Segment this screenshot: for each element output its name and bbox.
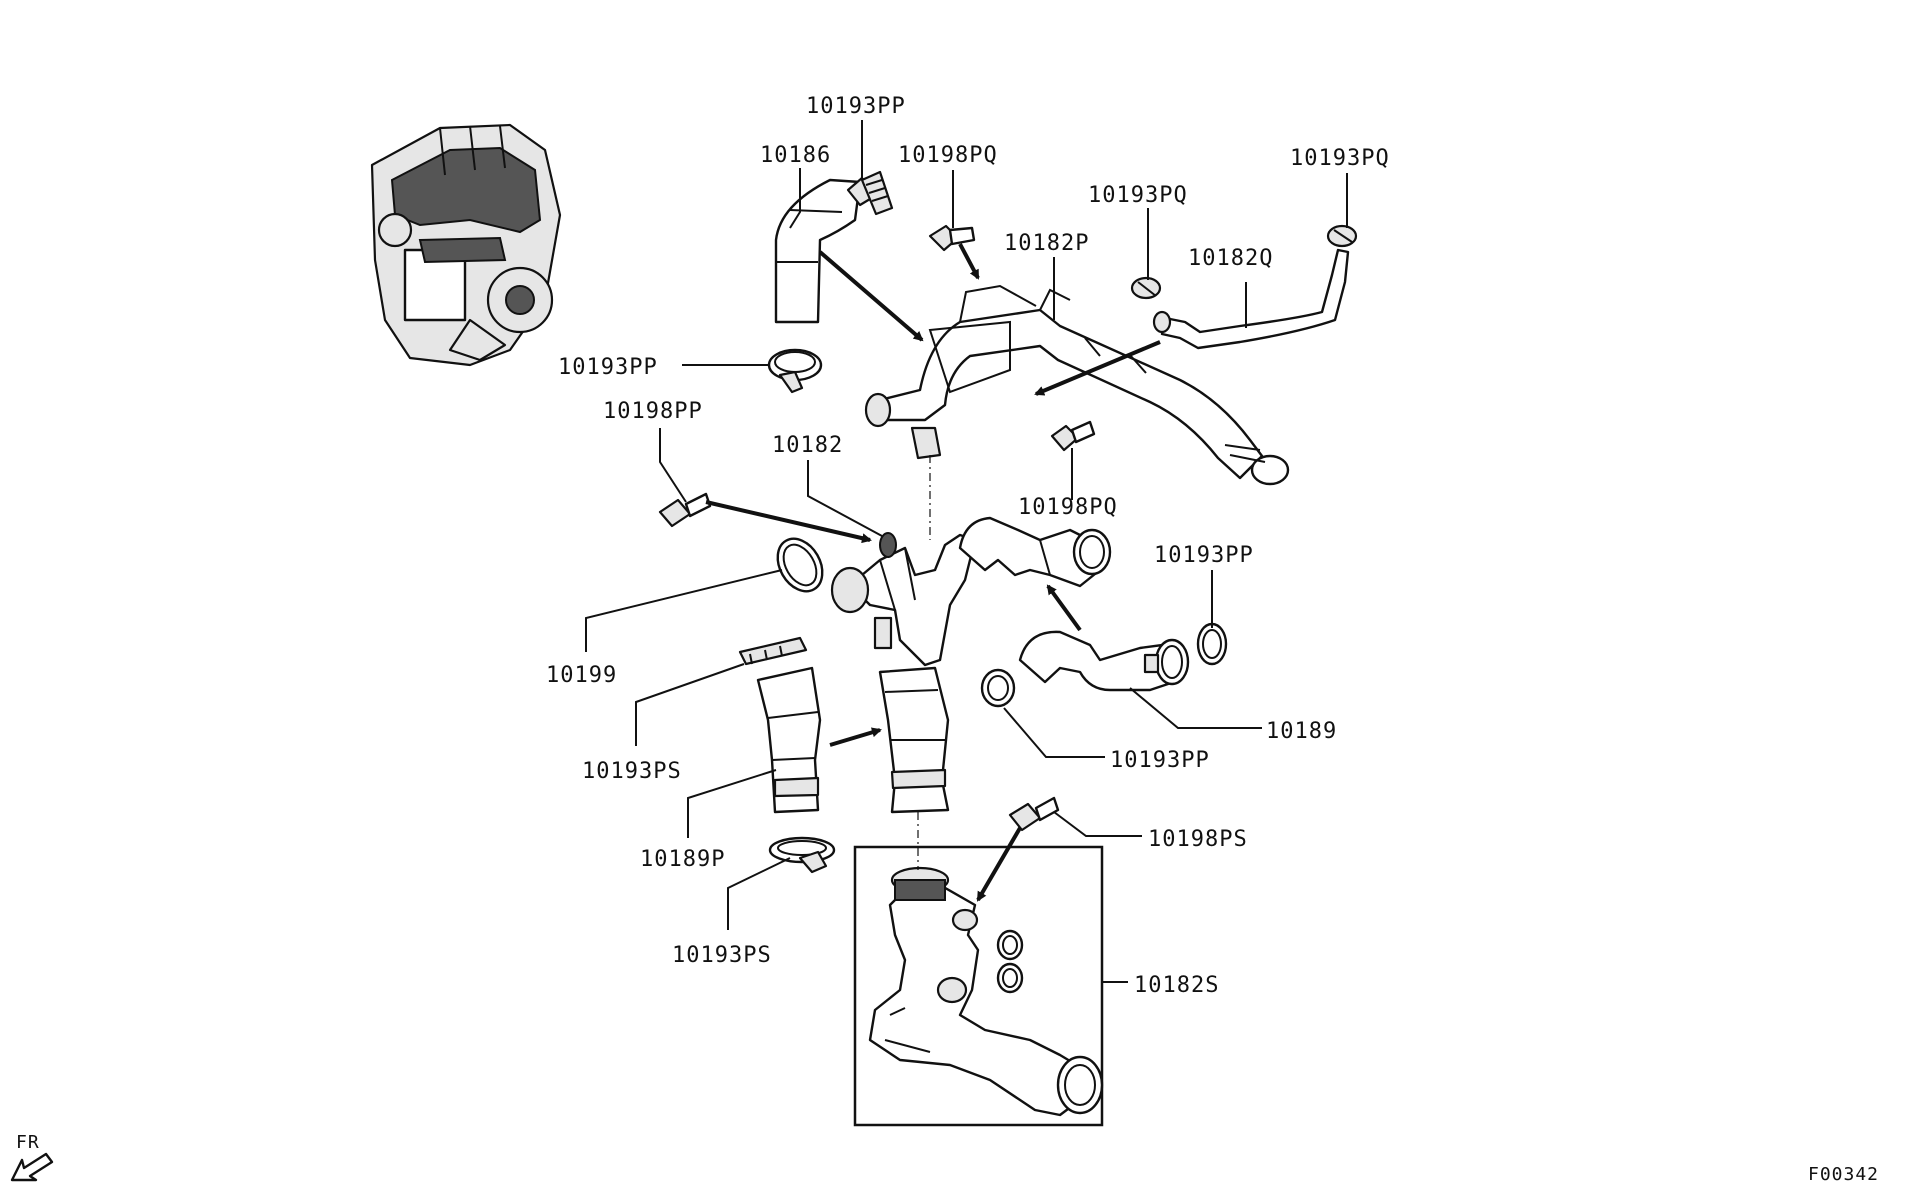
bolt-10198PQ-top[interactable] bbox=[928, 224, 976, 252]
label-10193PP-bottom: 10193PP bbox=[1110, 748, 1210, 773]
part-labels: 10193PP 10186 10198PQ 10182P 10193PQ 101… bbox=[546, 94, 1390, 998]
clip-10193PQ-mid[interactable] bbox=[1130, 276, 1162, 300]
housing-10182[interactable] bbox=[830, 532, 977, 667]
pipe-10182Q[interactable] bbox=[1152, 248, 1350, 350]
bolt-10198PQ-bottom[interactable] bbox=[1050, 420, 1096, 452]
label-10198PQ-bottom: 10198PQ bbox=[1018, 495, 1118, 520]
center-lines bbox=[917, 455, 931, 870]
hose-10189P[interactable] bbox=[756, 666, 822, 814]
label-10182S: 10182S bbox=[1134, 973, 1219, 998]
engine-illustration bbox=[370, 123, 562, 367]
bolt-10198PS[interactable] bbox=[1008, 796, 1060, 832]
label-10199: 10199 bbox=[546, 663, 617, 688]
hose-upper-right[interactable] bbox=[958, 516, 1112, 588]
clip-10193PQ-right[interactable] bbox=[1326, 224, 1358, 248]
orientation-indicator: FR bbox=[10, 1132, 54, 1182]
hose-center-vertical[interactable] bbox=[878, 666, 950, 814]
box-10182S bbox=[853, 845, 1104, 1127]
label-10193PS-left: 10193PS bbox=[582, 759, 682, 784]
label-10182: 10182 bbox=[772, 433, 843, 458]
label-10186: 10186 bbox=[760, 143, 831, 168]
label-10193PQ-mid: 10193PQ bbox=[1088, 183, 1188, 208]
label-10193PS-bottom: 10193PS bbox=[672, 943, 772, 968]
clip-10193PS-left[interactable] bbox=[738, 636, 808, 666]
orientation-label: FR bbox=[16, 1132, 40, 1153]
seal-rings-10182S[interactable] bbox=[996, 929, 1024, 994]
label-10193PP-top: 10193PP bbox=[806, 94, 906, 119]
pipe-10182P[interactable] bbox=[864, 284, 1290, 486]
label-10193PP-right: 10193PP bbox=[1154, 543, 1254, 568]
clamp-10193PP-left[interactable] bbox=[767, 348, 823, 394]
label-10182Q: 10182Q bbox=[1188, 246, 1273, 271]
front-arrow-icon bbox=[10, 1152, 54, 1182]
label-10182P: 10182P bbox=[1004, 231, 1089, 256]
label-10198PQ-top: 10198PQ bbox=[898, 143, 998, 168]
clamp-10193PP-bottom[interactable] bbox=[980, 668, 1016, 708]
label-10198PP: 10198PP bbox=[603, 399, 703, 424]
outlet-housing-10182S[interactable] bbox=[868, 866, 1104, 1117]
label-10193PQ-right: 10193PQ bbox=[1290, 146, 1390, 171]
assembly-arrows bbox=[705, 243, 1161, 902]
label-10189P: 10189P bbox=[640, 847, 725, 872]
hose-10186[interactable] bbox=[774, 176, 877, 324]
leader-lines bbox=[585, 120, 1348, 983]
label-10193PP-left: 10193PP bbox=[558, 355, 658, 380]
clamp-10193PP-right[interactable] bbox=[1196, 622, 1228, 666]
bolt-10198PP[interactable] bbox=[658, 492, 712, 528]
oring-10199[interactable] bbox=[769, 531, 832, 599]
clamp-10193PS-bottom[interactable] bbox=[768, 836, 836, 874]
hose-10189[interactable] bbox=[1018, 630, 1190, 692]
label-10189: 10189 bbox=[1266, 719, 1337, 744]
label-10198PS: 10198PS bbox=[1148, 827, 1248, 852]
frame-code: F00342 bbox=[1808, 1164, 1879, 1185]
clip-10193PP-top[interactable] bbox=[860, 170, 894, 216]
